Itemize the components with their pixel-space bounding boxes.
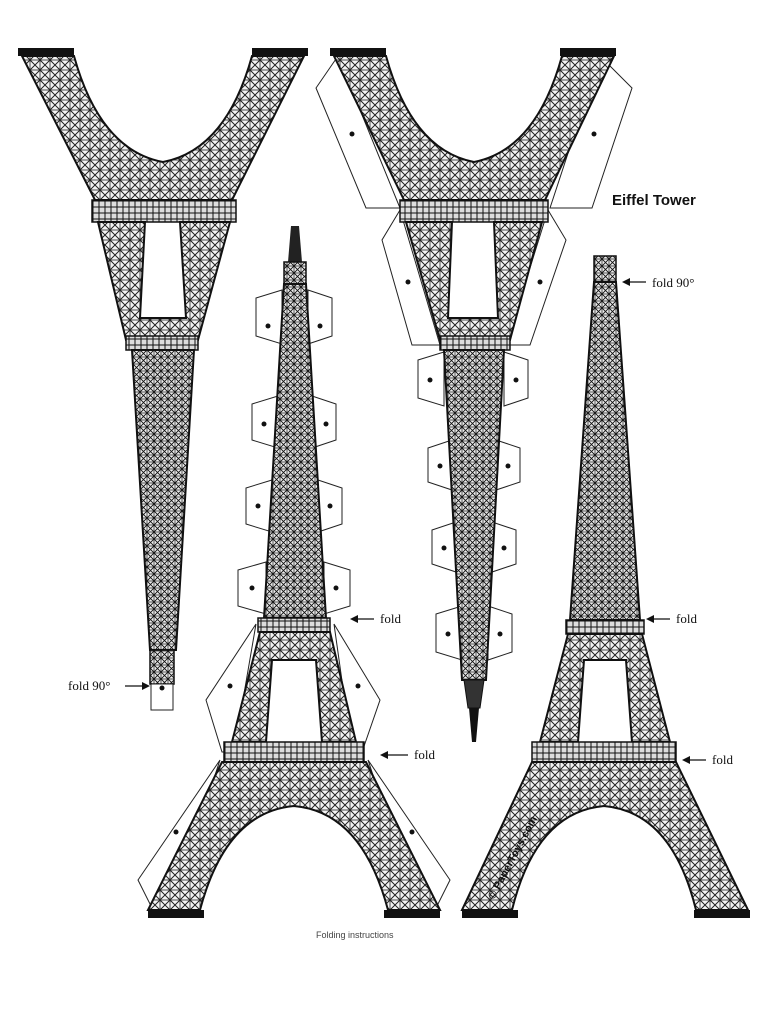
svg-text:fold: fold: [676, 611, 697, 626]
fold-label-right-top: fold 90°: [622, 275, 694, 290]
fold-label-center-upper: fold: [350, 611, 401, 626]
tower-piece-left: [18, 48, 308, 711]
page-title: Eiffel Tower: [612, 192, 696, 209]
fold-label-right-upper: fold: [646, 611, 697, 626]
fold-label-right-lower: fold: [682, 752, 733, 767]
svg-text:fold: fold: [712, 752, 733, 767]
glue-tab: [255, 289, 283, 345]
glue-tab: [315, 54, 401, 209]
footer-caption: Folding instructions: [316, 930, 394, 940]
glue-tab: [307, 289, 333, 345]
svg-text:fold: fold: [380, 611, 401, 626]
glue-tab: [549, 55, 633, 209]
tower-piece-center: [315, 48, 633, 742]
tower-piece-middle: [137, 226, 451, 918]
glue-tab: [150, 683, 174, 711]
fold-label-left: fold 90°: [68, 678, 150, 693]
svg-text:fold: fold: [414, 747, 435, 762]
svg-text:fold 90°: fold 90°: [68, 678, 110, 693]
glue-tab: [381, 208, 441, 346]
fold-label-center-lower: fold: [380, 747, 435, 762]
svg-text:fold 90°: fold 90°: [652, 275, 694, 290]
tower-piece-right: © PaperToys.com: [460, 255, 750, 918]
